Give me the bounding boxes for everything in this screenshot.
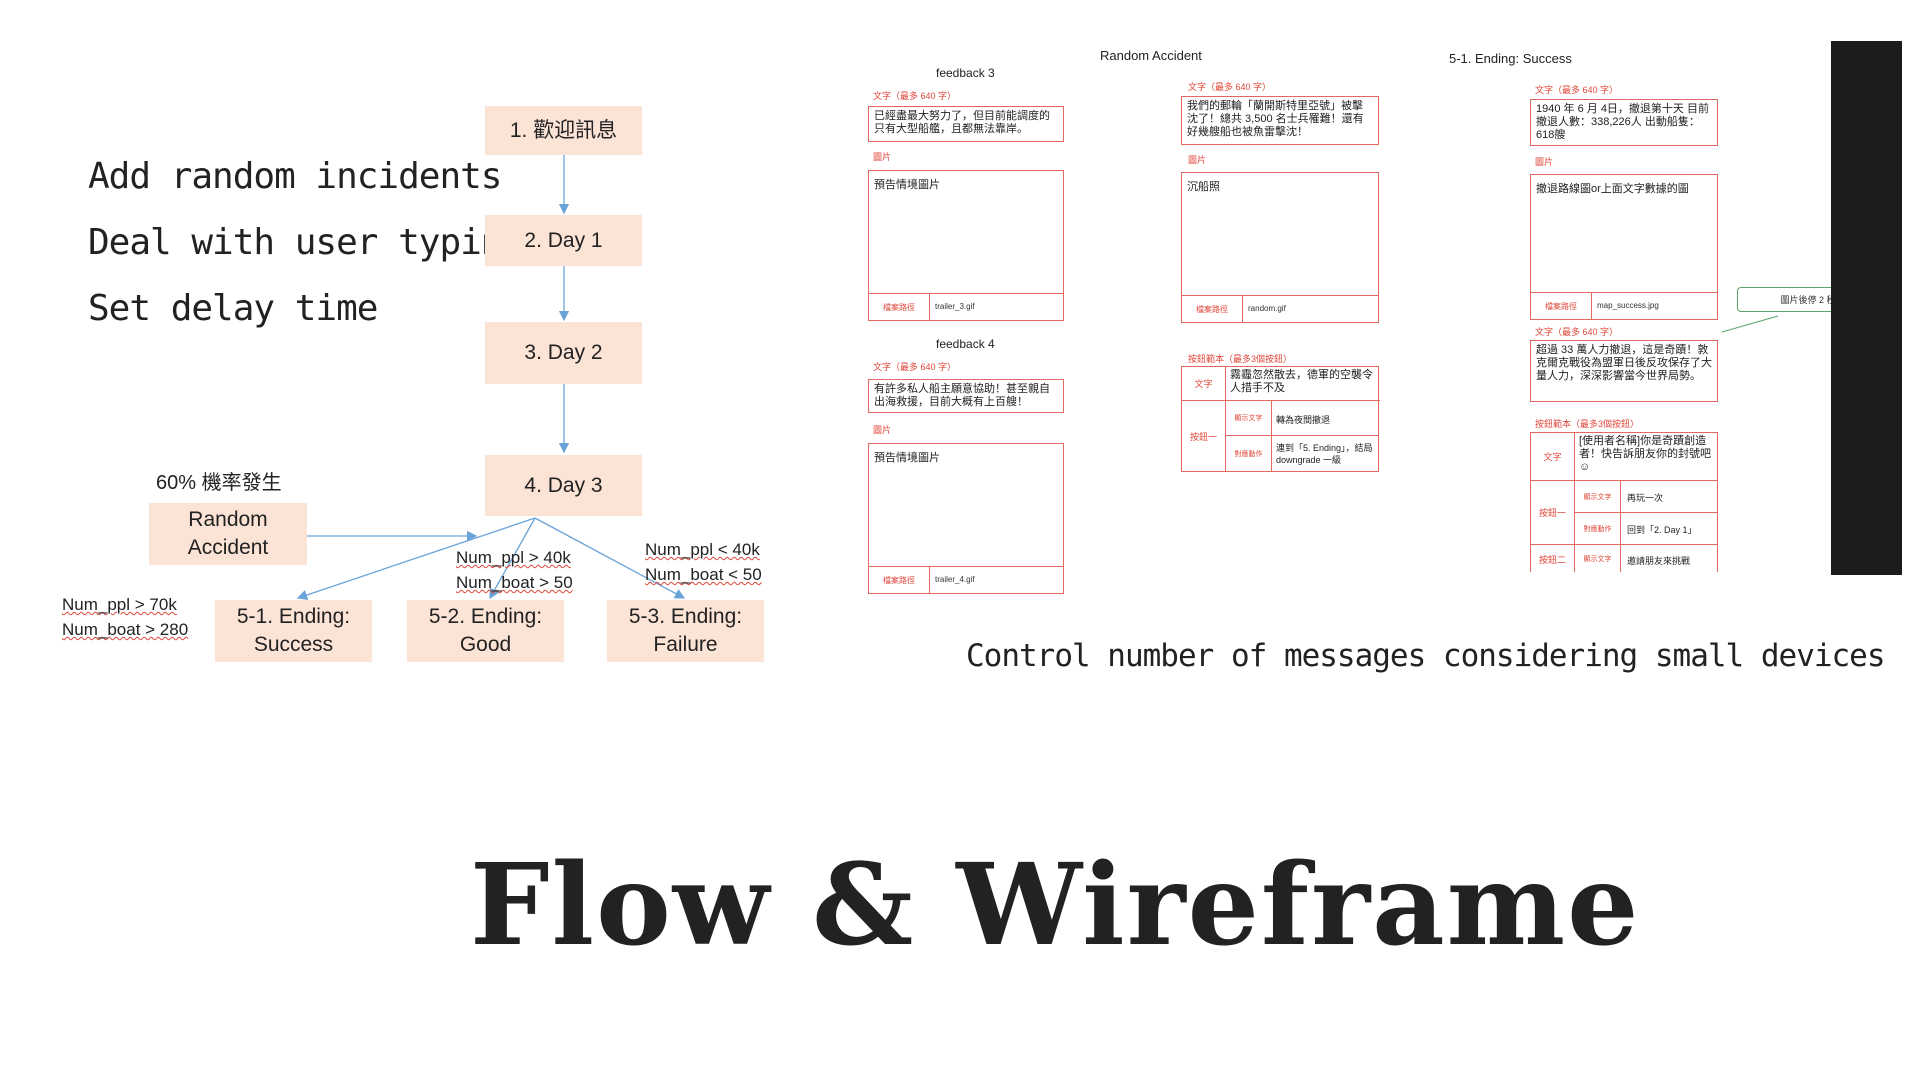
wf-random-image-label: 圖片 bbox=[1188, 155, 1207, 165]
flow-step-day3: 4. Day 3 bbox=[485, 455, 642, 516]
wf-random-display-value: 轉為夜間撤退 bbox=[1276, 415, 1331, 425]
page-title: Flow & Wireframe bbox=[470, 840, 1641, 971]
wf-feedback4-text-label: 文字（最多 640 字） bbox=[873, 362, 957, 372]
wf-random-text: 我們的郵輪「蘭開斯特里亞號」被擊沈了！總共 3,500 名士兵罹難！還有好幾艘船… bbox=[1181, 96, 1379, 145]
wf-success-divider bbox=[1531, 480, 1717, 481]
wf-feedback4-path-row: 檔案路徑 trailer_4.gif bbox=[869, 566, 1063, 593]
wf-feedback3-image-caption: 預告情境圖片 bbox=[874, 179, 940, 191]
wf-success-text2: 超過 33 萬人力撤退，這是奇蹟！敦克爾克戰役為盟軍日後反攻保存了大量人力，深深… bbox=[1530, 340, 1718, 402]
condition-success-ppl: Num_ppl > 70k bbox=[62, 595, 177, 614]
wf-success-image: 撤退路線圖or上面文字數據的圖 檔案路徑 map_success.jpg bbox=[1530, 174, 1718, 320]
wf-random-divider2 bbox=[1272, 435, 1378, 436]
condition-good-ppl: Num_ppl > 40k bbox=[456, 548, 571, 567]
probability-label: 60% 機率發生 bbox=[156, 472, 282, 494]
wf-feedback4-path-value: trailer_4.gif bbox=[935, 575, 975, 584]
wf-success-btn2-key: 按鈕二 bbox=[1531, 545, 1575, 572]
dark-sidebar-strip bbox=[1831, 41, 1902, 575]
note-user-typing: Deal with user typing bbox=[88, 222, 523, 263]
flow-ending-failure-label: 5-3. Ending: Failure bbox=[628, 605, 743, 656]
flow-ending-success: 5-1. Ending: Success bbox=[215, 600, 372, 662]
wf-success-buttons-table: 文字 [使用者名稱]你是奇蹟創造者！快告訴朋友你的封號吧 ☺ 按鈕一 顯示文字 … bbox=[1530, 432, 1718, 572]
wf-success-title: 5-1. Ending: Success bbox=[1449, 51, 1572, 66]
flow-ending-good: 5-2. Ending: Good bbox=[407, 600, 564, 662]
wf-random-buttons-table: 文字 霧霾忽然散去，德軍的空襲令人措手不及 按鈕一 顯示文字 轉為夜間撤退 對應… bbox=[1181, 366, 1380, 472]
wf-random-image: 沉船照 檔案路徑 random.gif bbox=[1181, 172, 1379, 323]
wf-feedback3-text-label: 文字（最多 640 字） bbox=[873, 91, 957, 101]
wf-success-text: 1940 年 6 月 4日，撤退第十天 目前撤退人數：338,226人 出動船隻… bbox=[1530, 99, 1718, 146]
wf-random-divider bbox=[1182, 400, 1380, 401]
wf-random-btn-text-key: 文字 bbox=[1182, 367, 1226, 401]
wf-random-title: Random Accident bbox=[1100, 48, 1202, 63]
condition-failure-boat: Num_boat < 50 bbox=[645, 565, 762, 584]
flow-random-accident: Random Accident bbox=[149, 503, 307, 565]
wf-success-path-row: 檔案路徑 map_success.jpg bbox=[1531, 292, 1717, 319]
note-delay-time: Set delay time bbox=[88, 288, 378, 329]
wf-random-buttons-label: 按鈕範本（最多3個按鈕） bbox=[1188, 354, 1293, 364]
wf-random-path-row: 檔案路徑 random.gif bbox=[1182, 295, 1378, 322]
wf-success-divider3 bbox=[1575, 544, 1717, 545]
wf-success-buttons-label: 按鈕範本（最多3個按鈕） bbox=[1535, 419, 1640, 429]
wf-success-btn-text: [使用者名稱]你是奇蹟創造者！快告訴朋友你的封號吧 ☺ bbox=[1579, 435, 1711, 473]
condition-failure: Num_ppl < 40k Num_boat < 50 bbox=[645, 537, 762, 587]
wf-feedback3-image-label: 圖片 bbox=[873, 152, 892, 162]
caption-small-devices: Control number of messages considering s… bbox=[966, 638, 1886, 674]
wf-random-btn1-key: 按鈕一 bbox=[1182, 401, 1226, 471]
wf-feedback3-path-row: 檔案路徑 trailer_3.gif bbox=[869, 293, 1063, 320]
wf-random-action-value: 連到「5. Ending」，結局 downgrade 一級 bbox=[1276, 443, 1373, 465]
note-add-random-incidents: Add random incidents bbox=[88, 156, 502, 197]
wf-success-display2-key: 顯示文字 bbox=[1575, 545, 1621, 572]
callout-pointer bbox=[1721, 315, 1779, 333]
flow-step-welcome: 1. 歡迎訊息 bbox=[485, 106, 642, 155]
condition-good-boat: Num_boat > 50 bbox=[456, 573, 573, 592]
wf-random-action-key: 對應動作 bbox=[1226, 436, 1272, 471]
wf-success-divider2 bbox=[1621, 512, 1717, 513]
condition-good: Num_ppl > 40k Num_boat > 50 bbox=[456, 545, 573, 595]
wf-success-display-value: 再玩一次 bbox=[1627, 493, 1664, 503]
condition-success-boat: Num_boat > 280 bbox=[62, 620, 189, 639]
wf-random-image-caption: 沉船照 bbox=[1187, 181, 1220, 193]
wf-random-text-label: 文字（最多 640 字） bbox=[1188, 82, 1272, 92]
flow-step-day2: 3. Day 2 bbox=[485, 322, 642, 384]
wf-random-display-key: 顯示文字 bbox=[1226, 401, 1272, 436]
wf-success-display2-value: 邀請朋友來挑戰 bbox=[1627, 556, 1691, 566]
flow-ending-failure: 5-3. Ending: Failure bbox=[607, 600, 764, 662]
wf-feedback4-image: 預告情境圖片 檔案路徑 trailer_4.gif bbox=[868, 443, 1064, 594]
wf-success-path-key: 檔案路徑 bbox=[1531, 293, 1592, 319]
wf-feedback3-text: 已經盡最大努力了，但目前能調度的只有大型船艦，且都無法靠岸。 bbox=[868, 106, 1064, 142]
wf-feedback3-image: 預告情境圖片 檔案路徑 trailer_3.gif bbox=[868, 170, 1064, 321]
wf-feedback4-image-caption: 預告情境圖片 bbox=[874, 452, 940, 464]
wf-feedback4-text: 有許多私人船主願意協助！甚至親自出海救援，目前大概有上百艘！ bbox=[868, 379, 1064, 413]
wf-success-btn1-key: 按鈕一 bbox=[1531, 481, 1575, 545]
wf-feedback4-image-label: 圖片 bbox=[873, 425, 892, 435]
condition-failure-ppl: Num_ppl < 40k bbox=[645, 540, 760, 559]
flow-step-day2-label: 3. Day 2 bbox=[524, 341, 603, 364]
flow-step-welcome-label: 1. 歡迎訊息 bbox=[509, 118, 618, 142]
wf-success-action-key: 對應動作 bbox=[1575, 513, 1621, 545]
wf-success-path-value: map_success.jpg bbox=[1597, 301, 1659, 310]
wf-success-image-label: 圖片 bbox=[1535, 157, 1554, 167]
flow-step-day3-label: 4. Day 3 bbox=[524, 473, 603, 497]
condition-success: Num_ppl > 70k Num_boat > 280 bbox=[62, 592, 188, 642]
wf-feedback4-path-key: 檔案路徑 bbox=[869, 567, 930, 593]
flow-ending-good-label: 5-2. Ending: Good bbox=[428, 605, 543, 656]
flow-ending-success-label: 5-1. Ending: Success bbox=[236, 605, 351, 656]
wf-random-btn-text: 霧霾忽然散去，德軍的空襲令人措手不及 bbox=[1230, 369, 1373, 394]
flow-step-day1: 2. Day 1 bbox=[485, 215, 642, 266]
flow-random-accident-label: Random Accident bbox=[187, 508, 269, 559]
flow-step-day1-label: 2. Day 1 bbox=[524, 228, 603, 252]
wf-success-btn-text-key: 文字 bbox=[1531, 433, 1575, 481]
wf-feedback4-title: feedback 4 bbox=[936, 337, 995, 351]
wf-random-path-key: 檔案路徑 bbox=[1182, 296, 1243, 322]
wf-feedback3-path-value: trailer_3.gif bbox=[935, 302, 975, 311]
wf-success-display-key: 顯示文字 bbox=[1575, 481, 1621, 513]
wf-feedback3-title: feedback 3 bbox=[936, 66, 995, 80]
wf-success-action-value: 回到「2. Day 1」 bbox=[1627, 525, 1697, 535]
wf-random-path-value: random.gif bbox=[1248, 304, 1286, 313]
wf-feedback3-path-key: 檔案路徑 bbox=[869, 294, 930, 320]
wf-success-image-caption: 撤退路線圖or上面文字數據的圖 bbox=[1536, 183, 1689, 195]
wf-success-text-label: 文字（最多 640 字） bbox=[1535, 85, 1619, 95]
wf-success-text2-label: 文字（最多 640 字） bbox=[1535, 327, 1619, 337]
